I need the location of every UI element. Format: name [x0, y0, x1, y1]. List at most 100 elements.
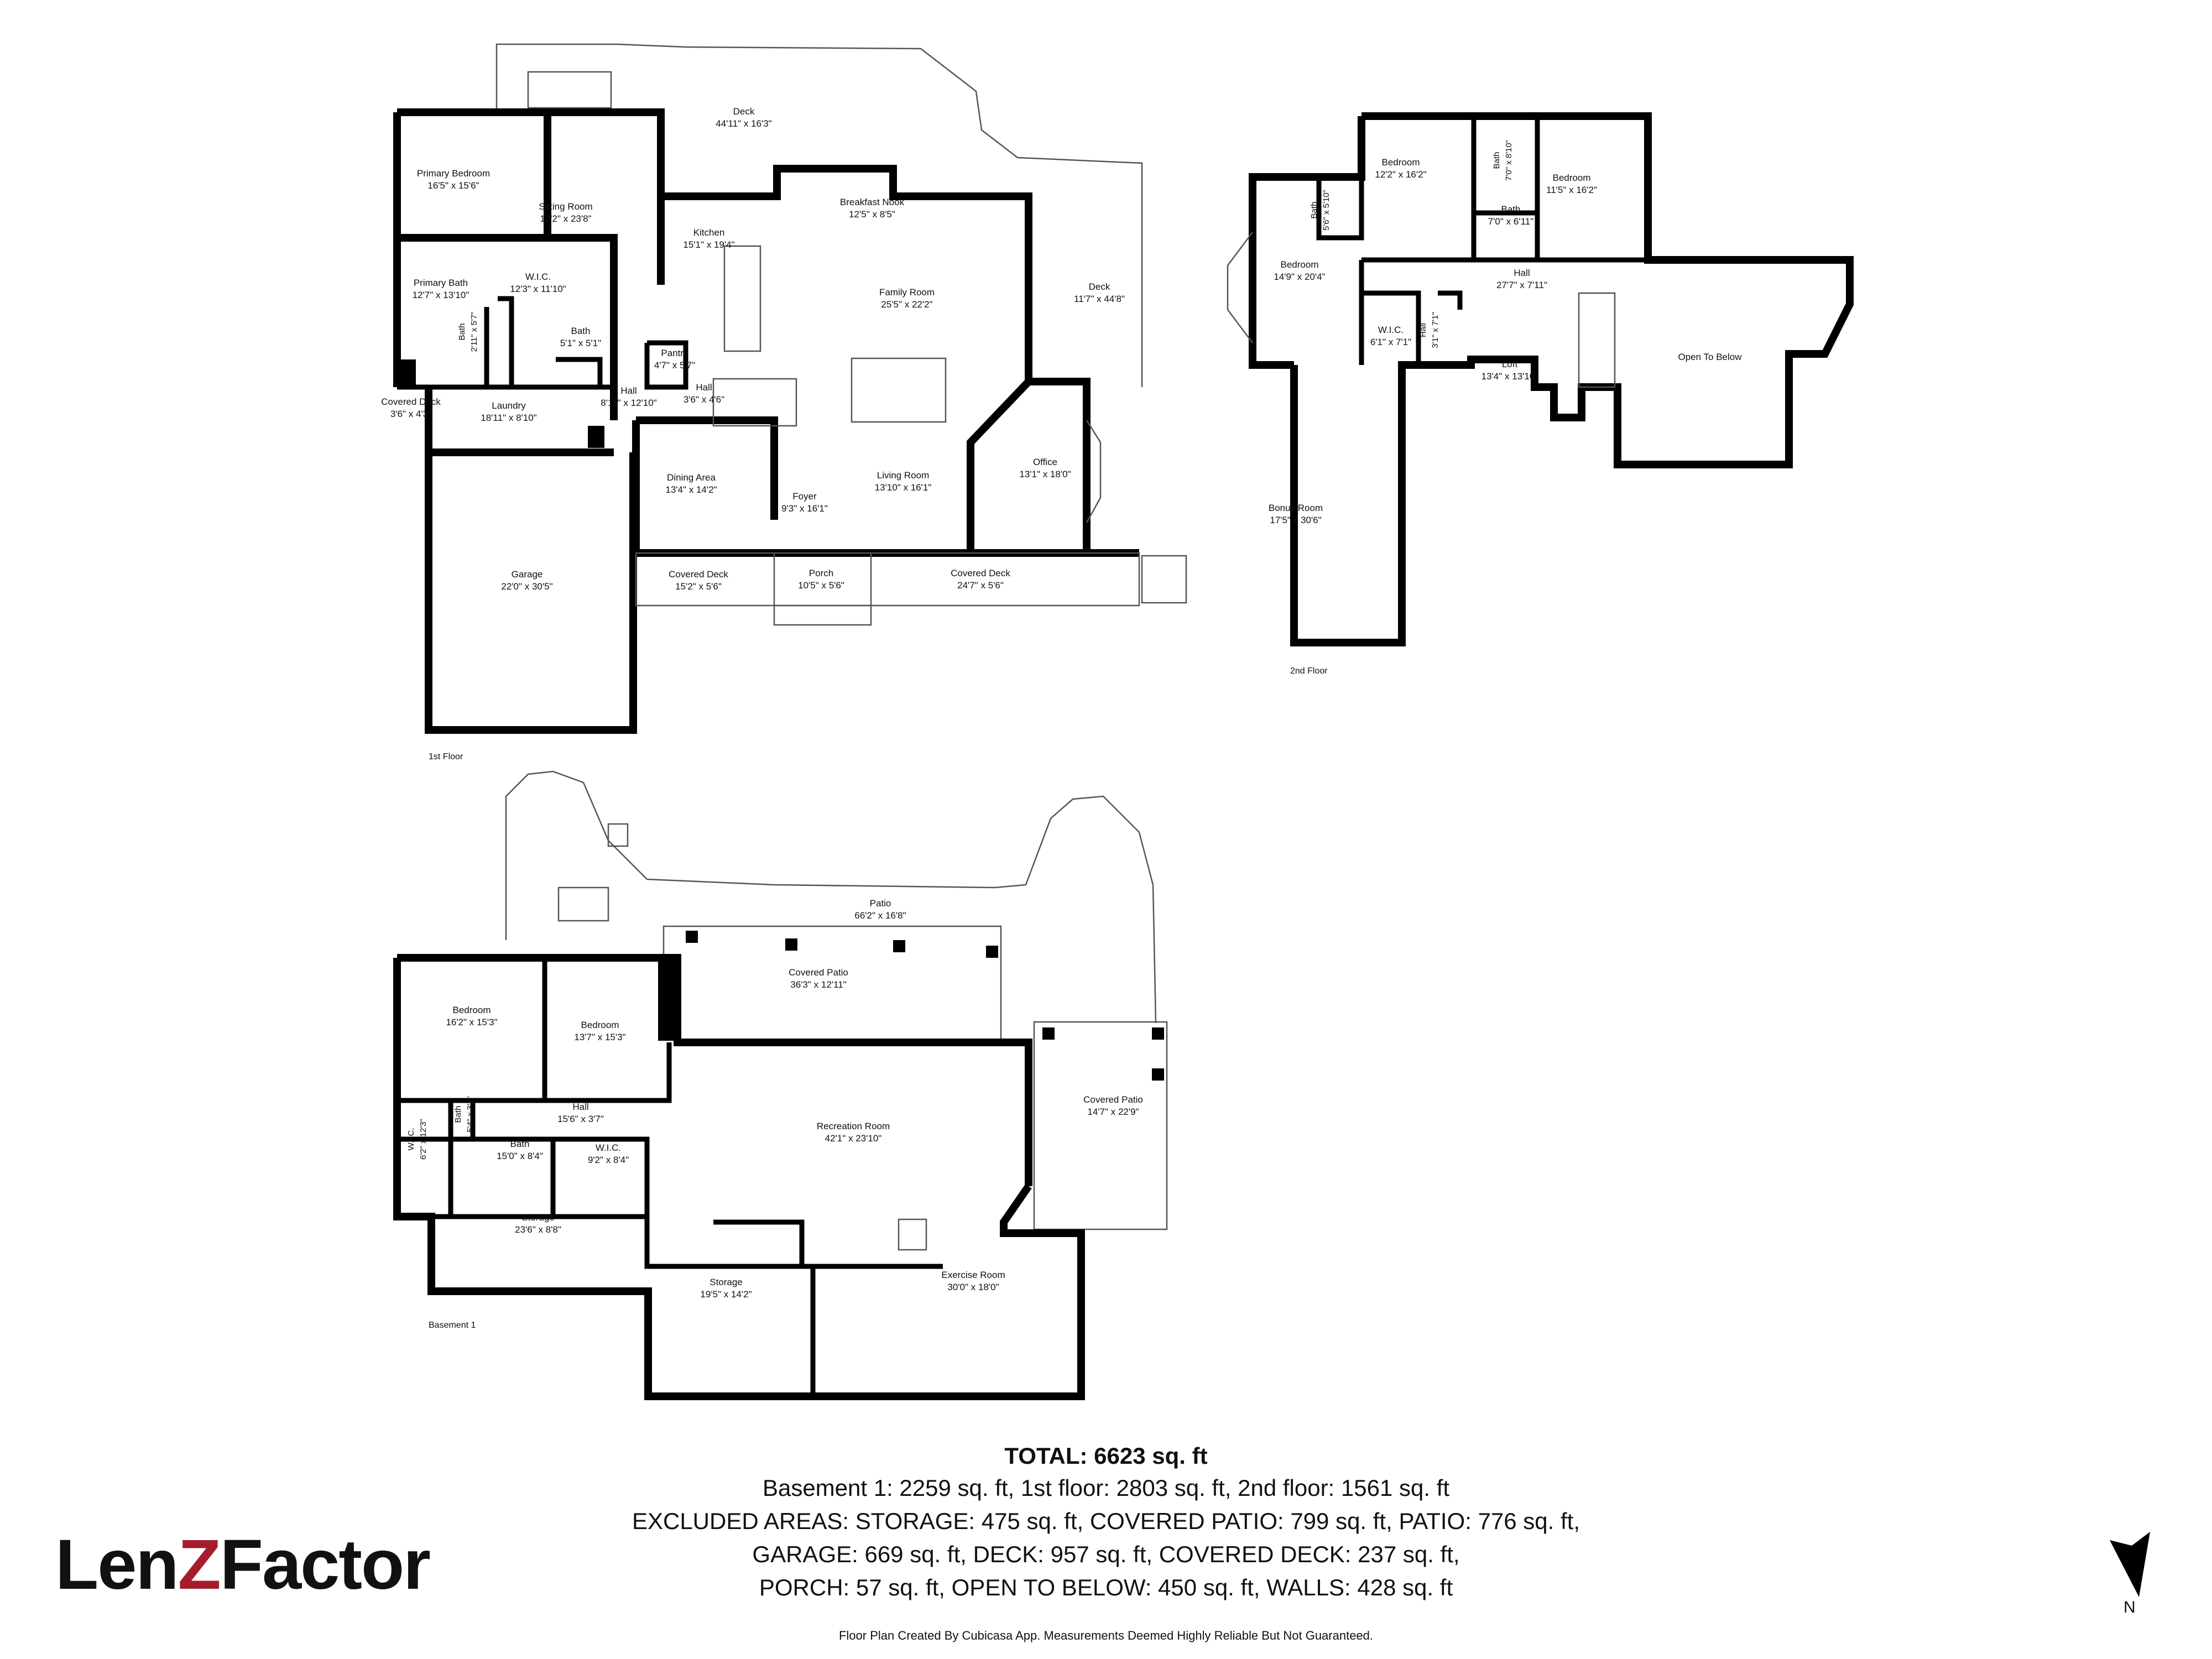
- room-name: Exercise Room: [941, 1270, 1005, 1280]
- room-dimensions: 17'5" x 30'6": [1270, 515, 1322, 525]
- room-name: Patio: [869, 898, 891, 909]
- room-name: Kitchen: [693, 227, 725, 238]
- room-dimensions: 6'2" x 12'3": [419, 1119, 428, 1160]
- room-dimensions: 6'1" x 7'1": [1370, 337, 1412, 347]
- room-name: W.I.C.: [525, 272, 551, 282]
- room-name: Loft: [1501, 359, 1518, 369]
- room-name: Covered Patio: [789, 967, 848, 978]
- room-dimensions: 13'10" x 16'1": [874, 482, 932, 493]
- north-compass: N: [2107, 1532, 2157, 1631]
- room-dimensions: 42'1" x 23'10": [825, 1133, 882, 1144]
- room-name: Storage: [709, 1277, 743, 1287]
- room-name: Bedroom: [1280, 259, 1319, 270]
- room-label: W.I.C.6'1" x 7'1": [1370, 324, 1411, 348]
- room-name: Pantry: [661, 348, 688, 358]
- room-name: Hall: [696, 382, 712, 393]
- room-name: Bath: [571, 326, 591, 336]
- room-label: W.I.C. 12'3" x 11'10": [510, 271, 566, 295]
- room-label: Bedroom 11'5" x 16'2": [1546, 172, 1597, 196]
- room-dimensions: 5'1" x 5'1": [560, 338, 602, 348]
- room-dimensions: 15'2" x 5'6": [675, 581, 722, 592]
- room-dimensions: 10'5" x 5'6": [798, 580, 844, 591]
- room-dimensions: 2'11" x 5'7": [469, 311, 479, 352]
- room-name: W.I.C.: [595, 1142, 622, 1153]
- room-dimensions: 23'6" x 8'8": [515, 1224, 561, 1235]
- disclaimer: Floor Plan Created By Cubicasa App. Meas…: [838, 1629, 1374, 1642]
- room-dimensions: 11'5" x 16'2": [1546, 185, 1597, 195]
- room-name: Laundry: [492, 400, 526, 411]
- room-dimensions: 12'5" x 8'5": [849, 209, 895, 220]
- room-label: Bedroom 13'7" x 15'3": [574, 1019, 625, 1044]
- room-dimensions: 13'1" x 18'0": [1019, 469, 1071, 479]
- room-label: Laundry 18'11" x 8'10": [481, 400, 536, 424]
- room-dimensions: 15'1" x 19'4": [683, 239, 735, 250]
- room-name: Sitting Room: [539, 201, 593, 212]
- room-dimensions: 9'3" x 16'1": [781, 503, 828, 514]
- room-name: Hall: [572, 1102, 589, 1112]
- room-label: Bath 5'1" x 5'1": [560, 325, 601, 349]
- room-label: W.I.C.9'2" x 8'4": [588, 1142, 629, 1166]
- room-dimensions: 15'0" x 8'4": [497, 1151, 543, 1161]
- room-dimensions: 12'2" x 16'2": [1375, 169, 1427, 180]
- room-name: Bonus Room: [1268, 503, 1323, 513]
- compass-label: N: [2124, 1598, 2136, 1616]
- room-name: Covered Deck: [381, 397, 441, 407]
- excluded-areas-2: GARAGE: 669 sq. ft, DECK: 957 sq. ft, CO…: [752, 1541, 1460, 1567]
- lenzfactor-logo: LenZFactor: [55, 1530, 431, 1600]
- room-name: Bath: [1492, 152, 1501, 169]
- room-name: Storage: [521, 1212, 555, 1223]
- room-dimensions: 18'11" x 8'10": [481, 413, 537, 423]
- room-dimensions: 12'3" x 11'10": [510, 284, 566, 294]
- room-dimensions: 5'6" x 5'10": [1322, 190, 1331, 231]
- room-name: Office: [1032, 457, 1058, 467]
- logo-prefix: Len: [55, 1525, 179, 1604]
- floor-areas: Basement 1: 2259 sq. ft, 1st floor: 2803…: [762, 1475, 1450, 1501]
- room-name: Bedroom: [1552, 173, 1591, 183]
- room-name: Covered Deck: [669, 569, 728, 580]
- room-name: Hall: [1514, 268, 1530, 278]
- excluded-areas-1: EXCLUDED AREAS: STORAGE: 475 sq. ft, COV…: [632, 1508, 1580, 1534]
- room-name: Bedroom: [581, 1020, 619, 1030]
- room-name: Porch: [808, 568, 834, 578]
- floor-label-2nd: 2nd Floor: [1290, 666, 1328, 676]
- room-dimensions: 7'0" x 6'11": [1488, 216, 1534, 227]
- room-name: Breakfast Nook: [839, 197, 905, 207]
- room-dimensions: 24'7" x 5'6": [957, 580, 1004, 591]
- north-arrow-icon: [2110, 1532, 2150, 1597]
- room-name: Family Room: [879, 287, 935, 298]
- room-name: Bedroom: [452, 1005, 491, 1015]
- room-dimensions: 5'4" x 3'7": [466, 1096, 475, 1133]
- room-label: Porch 10'5" x 5'6": [798, 567, 844, 592]
- room-dimensions: 13'7" x 15'3": [574, 1032, 626, 1042]
- room-dimensions: 3'1" x 7'1": [1431, 312, 1440, 348]
- room-dimensions: 14'7" x 22'9": [1087, 1107, 1139, 1117]
- logo-suffix: Factor: [220, 1525, 431, 1604]
- room-name: Hall: [1418, 323, 1428, 337]
- room-dimensions: 8'11" x 12'10": [601, 398, 657, 408]
- room-dimensions: 36'3" x 12'11": [790, 979, 847, 990]
- room-dimensions: 3'6" x 4'6": [683, 394, 725, 405]
